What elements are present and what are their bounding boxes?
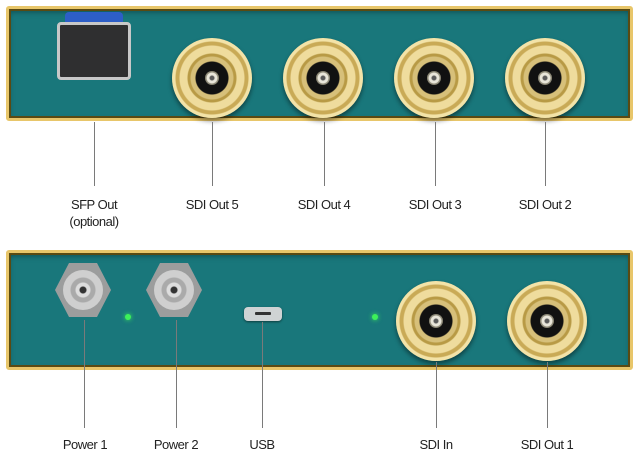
power-2-label: Power 2	[153, 437, 199, 452]
leader-line	[176, 320, 177, 428]
power-1-label: Power 1	[62, 437, 108, 452]
leader-line	[436, 362, 437, 428]
sdi-out-1-label: SDI Out 1	[520, 437, 574, 452]
leader-line	[84, 320, 85, 428]
leader-line	[94, 122, 95, 186]
leader-line	[435, 122, 436, 186]
leader-line	[547, 362, 548, 428]
sdi-in-label: SDI In	[419, 437, 453, 452]
bnc-pin-icon	[316, 71, 330, 85]
leader-line	[212, 122, 213, 186]
power-led-icon	[125, 314, 131, 320]
power-1-connector[interactable]	[55, 263, 111, 317]
sfp-out-sublabel: (optional)	[69, 214, 119, 229]
sdi-out-3-connector[interactable]	[394, 38, 474, 118]
sdi-out-4-label: SDI Out 4	[297, 197, 351, 212]
bnc-pin-icon	[205, 71, 219, 85]
power-jack-icon	[63, 270, 103, 310]
bnc-pin-icon	[427, 71, 441, 85]
sdi-out-3-label: SDI Out 3	[408, 197, 462, 212]
bnc-pin-icon	[540, 314, 554, 328]
usb-label: USB	[249, 437, 275, 452]
sdi-out-2-label: SDI Out 2	[518, 197, 572, 212]
sfp-latch-icon	[65, 12, 123, 24]
sdi-out-1-connector[interactable]	[507, 281, 587, 361]
sdi-out-5-label: SDI Out 5	[185, 197, 239, 212]
usb-port[interactable]	[244, 307, 282, 321]
sfp-out-label-text: SFP Out	[70, 197, 118, 212]
bnc-pin-icon	[429, 314, 443, 328]
sdi-out-4-connector[interactable]	[283, 38, 363, 118]
leader-line	[545, 122, 546, 186]
leader-line	[324, 122, 325, 186]
power-jack-icon	[154, 270, 194, 310]
usb-slot-icon	[255, 312, 271, 315]
status-led-icon	[372, 314, 378, 320]
sdi-in-connector[interactable]	[396, 281, 476, 361]
bnc-pin-icon	[538, 71, 552, 85]
sfp-out-label: SFP Out (optional)	[64, 196, 124, 230]
leader-line	[262, 322, 263, 428]
sdi-out-5-connector[interactable]	[172, 38, 252, 118]
sfp-out-port[interactable]	[57, 12, 133, 82]
sdi-out-2-connector[interactable]	[505, 38, 585, 118]
sfp-cage-icon	[57, 22, 131, 80]
